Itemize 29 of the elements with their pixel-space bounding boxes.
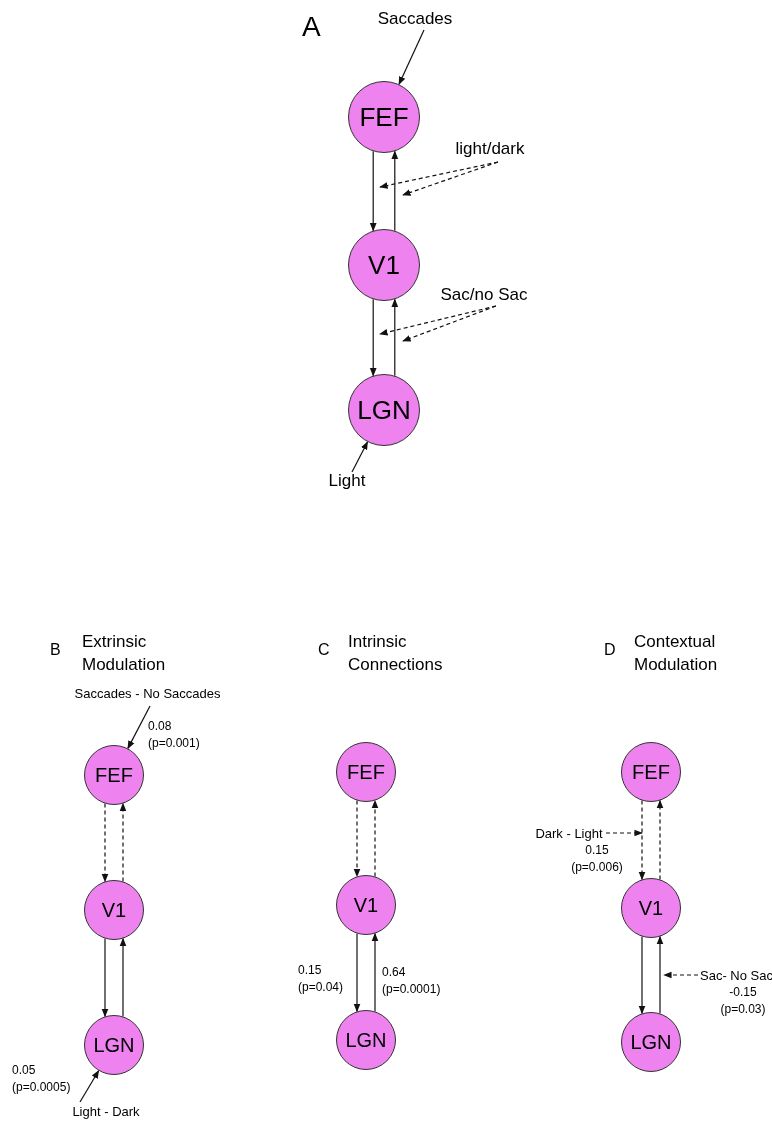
dashed-arrow bbox=[379, 161, 499, 189]
input-label: Saccades bbox=[370, 6, 460, 32]
dashed-arrow bbox=[379, 305, 497, 336]
arrow bbox=[398, 29, 425, 86]
input-label: Light - Dark bbox=[56, 1102, 156, 1122]
dashed-arrow bbox=[402, 305, 497, 342]
panel-letter: C bbox=[318, 640, 331, 660]
arrow bbox=[79, 1070, 100, 1103]
panel-letter: A bbox=[302, 10, 322, 44]
panel-letter: B bbox=[50, 640, 62, 660]
arrow bbox=[127, 705, 151, 750]
dashed-arrow bbox=[605, 829, 643, 837]
panel-title: Extrinsic Modulation bbox=[82, 631, 167, 676]
coefficient-text: 0.05 (p=0.0005) bbox=[12, 1062, 72, 1096]
input-label: Saccades - No Saccades bbox=[60, 684, 235, 704]
dashed-arrow bbox=[402, 161, 499, 196]
coefficient-text: -0.15 (p=0.03) bbox=[719, 984, 767, 1018]
arrow bbox=[351, 441, 369, 473]
input-label: Sac/no Sac bbox=[434, 282, 534, 308]
dashed-arrow bbox=[663, 971, 699, 979]
panel-title: Intrinsic Connections bbox=[348, 631, 444, 676]
input-label: Light bbox=[322, 468, 372, 494]
panel-title: Contextual Modulation bbox=[634, 631, 719, 676]
input-label: light/dark bbox=[445, 136, 535, 162]
panel-letter: D bbox=[604, 640, 617, 660]
input-label: Sac- No Sac bbox=[700, 966, 772, 986]
coefficient-text: 0.15 (p=0.006) bbox=[570, 842, 624, 876]
coefficient-text: 0.08 (p=0.001) bbox=[148, 718, 201, 752]
input-label: Dark - Light bbox=[532, 824, 606, 844]
